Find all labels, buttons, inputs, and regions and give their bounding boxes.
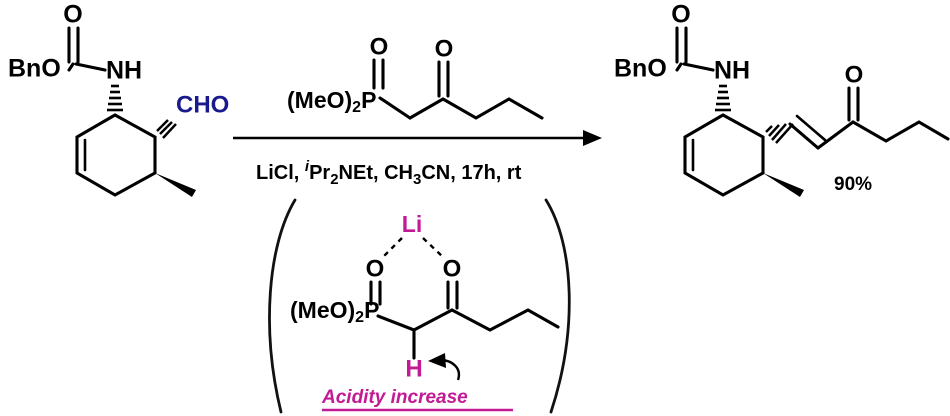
reagent-structure: (MeO)2P O O — [287, 33, 544, 120]
reagent-ketone-oxygen-label: O — [435, 35, 454, 62]
inset-acidic-hydrogen-label: H — [405, 355, 422, 382]
sm-nh-hashed-wedge — [107, 84, 123, 112]
inset-lithium-label: Li — [402, 211, 422, 237]
pr-methyl-wedge — [763, 173, 804, 197]
pr-alkene-bond-b — [795, 114, 827, 142]
sm-carbonyl-oxygen-label: O — [63, 1, 82, 29]
reaction-arrow — [233, 130, 602, 146]
chelation-inset: Li O O (MeO)2P H Acidity increase — [268, 198, 571, 414]
reagent-ch2-co-bond — [408, 97, 445, 120]
pr-c-n-bond — [682, 62, 715, 72]
pr-bno-c-bond — [675, 62, 683, 72]
pr-propyl-chain — [851, 120, 950, 143]
pr-ketone-oxygen-label: O — [845, 61, 864, 88]
product-structure: O BnO NH O — [614, 1, 950, 197]
pr-bno-label: BnO — [614, 55, 667, 83]
sm-nh-label: NH — [106, 57, 142, 85]
inset-ch-co-bond — [412, 308, 454, 332]
reagent-phosphonate-label: (MeO)2P — [287, 87, 376, 116]
reaction-conditions-label: LiCl, iPr2NEt, CH3CN, 17h, rt — [256, 158, 522, 188]
reagent-propyl-chain — [441, 97, 544, 120]
inset-propyl-chain — [450, 308, 560, 332]
sm-cho-label: CHO — [176, 91, 229, 118]
pr-nh-hashed-wedge — [715, 84, 731, 112]
reagent-p-ch2-bond — [378, 96, 412, 120]
reagent-p-oxide-oxygen-label: O — [370, 33, 389, 60]
pr-alkene-bond-a — [788, 122, 820, 150]
inset-li-o2-dashed-bond — [422, 237, 445, 259]
inset-p-ch-bond — [376, 314, 416, 332]
inset-left-parenthesis — [268, 198, 297, 414]
inset-ketone-oxygen-label: O — [443, 255, 462, 282]
product-yield-label: 90% — [834, 174, 872, 195]
reaction-arrow-head — [583, 130, 602, 146]
inset-right-parenthesis — [544, 198, 571, 414]
pr-carbonyl-oxygen-label: O — [671, 1, 690, 29]
starting-material-structure: O BnO NH CHO — [8, 1, 229, 197]
inset-phosphoryl-oxygen-label: O — [366, 255, 385, 282]
pr-vinyl-hashed-wedge — [765, 123, 794, 144]
sm-cho-hashed-wedge — [156, 119, 177, 139]
inset-phosphonate-label: (MeO)2P — [290, 297, 379, 326]
pr-cyclohexene-ring — [683, 113, 765, 197]
inset-li-o1-dashed-bond — [381, 237, 403, 259]
sm-methyl-wedge — [155, 173, 196, 197]
sm-c-n-bond — [74, 62, 107, 72]
sm-bno-label: BnO — [8, 55, 61, 83]
sm-cyclohexene-ring — [75, 113, 157, 197]
sm-bno-c-bond — [67, 62, 75, 72]
pr-alkene-ketone-bond — [816, 120, 855, 150]
inset-callout-arrowhead — [428, 353, 446, 368]
pr-nh-label: NH — [714, 57, 750, 85]
inset-acidity-annotation: Acidity increase — [321, 387, 468, 408]
